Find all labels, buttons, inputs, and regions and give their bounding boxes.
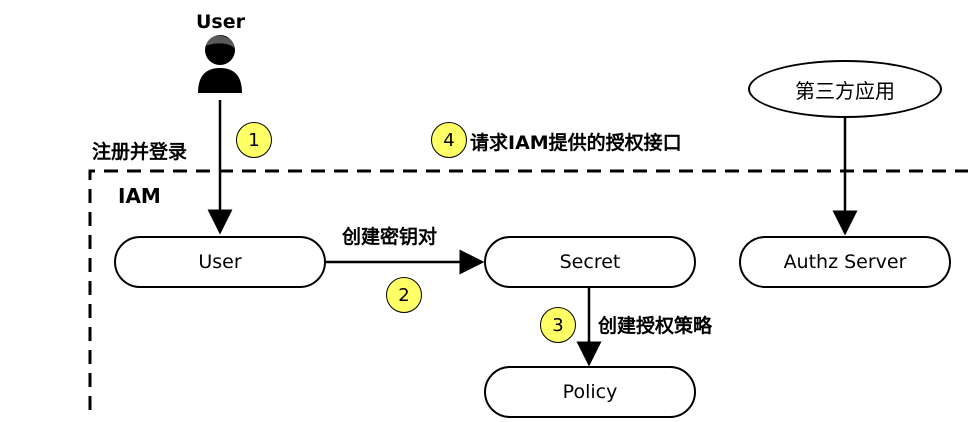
- node-authz-server: Authz Server: [739, 236, 951, 288]
- user-icon: [198, 35, 242, 93]
- node-third-party-app: 第三方应用: [748, 60, 942, 118]
- step-4-label: 请求IAM提供的授权接口: [470, 132, 682, 154]
- node-policy: Policy: [484, 366, 696, 418]
- step-4-badge: 4: [431, 122, 467, 158]
- node-secret: Secret: [484, 236, 696, 288]
- step-1-label: 注册并登录: [92, 141, 188, 163]
- actor-label: User: [196, 11, 245, 33]
- step-1-badge: 1: [236, 122, 272, 158]
- iam-boundary-label: IAM: [118, 184, 161, 208]
- step-3-badge: 3: [540, 307, 576, 343]
- step-3-label: 创建授权策略: [598, 315, 713, 337]
- step-2-badge: 2: [386, 277, 422, 313]
- iam-boundary: [88, 169, 968, 410]
- step-2-label: 创建密钥对: [342, 226, 438, 248]
- node-user: User: [114, 236, 326, 288]
